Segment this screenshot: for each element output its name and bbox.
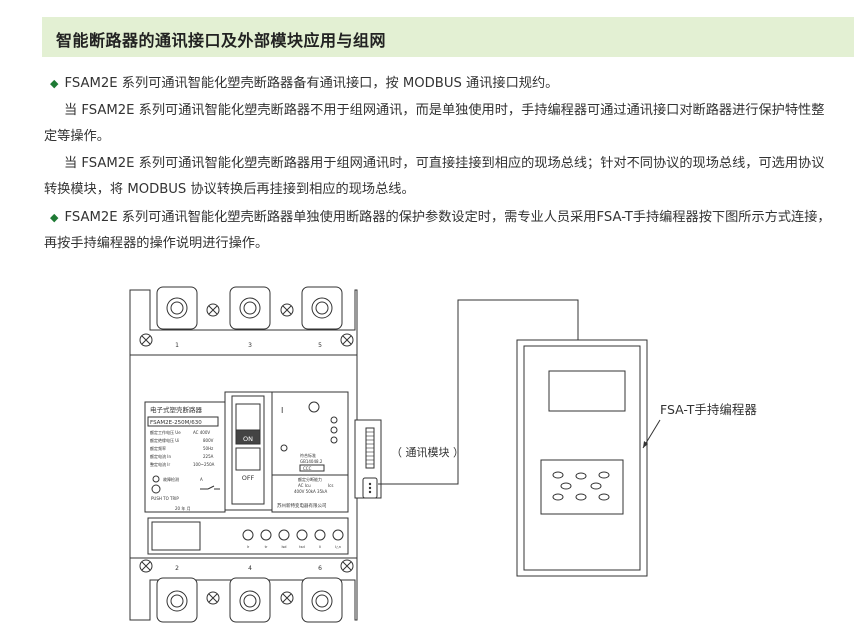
terminal-label-5: 5 — [318, 342, 322, 349]
rating-label-freq: 额定频率 — [150, 445, 166, 451]
handheld-programmer — [516, 339, 648, 577]
indicator-light-icon — [330, 426, 338, 434]
paragraph-2: 当 FSAM2E 系列可通讯智能化塑壳断路器不用于组网通讯，而是单独使用时，手持… — [44, 98, 860, 150]
paragraph-2-line-1: 当 FSAM2E 系列可通讯智能化塑壳断路器不用于组网通讯，而是单独使用时，手持… — [64, 103, 825, 118]
key-up-button[interactable] — [575, 472, 587, 480]
rating-value-ir: 100~250A — [193, 462, 215, 467]
dial-tr[interactable] — [260, 529, 272, 541]
comm-module — [354, 419, 382, 499]
unit-a-label: A — [200, 477, 203, 482]
dial-label-tsd: tsd — [299, 545, 304, 549]
terminal-label-6: 6 — [318, 565, 322, 572]
terminal-label-1: 1 — [175, 342, 179, 349]
rating-value-freq: 50Hz — [203, 446, 213, 451]
bottom-screws — [139, 559, 354, 605]
indicator-light-icon — [280, 444, 288, 452]
indicator-light-icon — [330, 416, 338, 424]
nameplate-model: FSAM2E-250M/630 — [150, 420, 202, 426]
standard-value: GB14048.2 — [300, 459, 323, 464]
bottom-terminals — [156, 577, 343, 623]
rating-label-ue: 额定工作电压 Ue — [150, 429, 181, 435]
key-button[interactable] — [598, 471, 610, 479]
breaking-ics-label: Ics — [328, 483, 333, 488]
rating-value-in: 225A — [203, 454, 214, 459]
key-right-button[interactable] — [590, 482, 602, 490]
rating-label-ui: 额定绝缘电压 Ui — [150, 437, 179, 443]
indicator-light-icon — [330, 436, 338, 444]
setting-dials: Ir tr Isd tsd Ii I△n — [147, 517, 349, 555]
diamond-bullet-icon: ◆ — [50, 77, 59, 90]
standard-label: 符合标准 — [300, 452, 316, 458]
fault-indicator-icon — [152, 475, 160, 483]
dial-label-tr: tr — [265, 545, 268, 549]
diamond-bullet-icon: ◆ — [50, 211, 59, 224]
key-down-button[interactable] — [575, 493, 587, 501]
fault-check-label: 故障检测 — [163, 476, 179, 482]
paragraph-3-line-2: 转换模块，将 MODBUS 协议转换后再挂接到相应的现场总线。 — [44, 182, 415, 197]
key-button[interactable] — [552, 493, 564, 501]
breaking-values: 400V 50kA 35kA — [294, 489, 327, 494]
switch-symbol-icon — [200, 485, 220, 490]
pointer-arrow-icon — [643, 441, 648, 448]
operating-handle[interactable]: ON OFF — [224, 391, 273, 511]
manufacturer-label: 苏州新特变电器有限公司 — [277, 502, 327, 509]
paragraph-2-line-2: 定等操作。 — [44, 129, 110, 144]
dial-label-ir: Ir — [247, 545, 250, 549]
terminal-label-4: 4 — [248, 565, 252, 572]
handle-off-label: OFF — [242, 474, 255, 482]
dial-ii[interactable] — [314, 529, 326, 541]
top-terminals — [156, 286, 343, 330]
push-to-trip-label: PUSH TO TRIP — [151, 496, 179, 501]
comm-cable — [378, 299, 579, 485]
ccc-mark: CCC — [303, 466, 312, 471]
date-label: 20 年 月 — [175, 505, 191, 511]
paragraph-1-text: FSAM2E 系列可通讯智能化塑壳断路器备有通讯接口，按 MODBUS 通讯接口… — [64, 76, 559, 91]
nameplate-title: 电子式塑壳断路器 — [150, 405, 203, 414]
dial-idn[interactable] — [332, 529, 344, 541]
dial-tsd[interactable] — [296, 529, 308, 541]
key-left-button[interactable] — [560, 482, 572, 490]
key-button[interactable] — [552, 471, 564, 479]
section-title-bar: 智能断路器的通讯接口及外部模块应用与组网 — [42, 17, 854, 57]
comm-module-label: （ 通讯模块 ） — [391, 446, 464, 459]
push-to-trip-button[interactable] — [151, 484, 161, 494]
dial-label-ii: Ii — [319, 545, 321, 549]
top-screws — [139, 303, 354, 347]
dial-label-idn: I△n — [335, 545, 341, 549]
rating-value-ui: 800V — [203, 438, 214, 443]
section-title: 智能断路器的通讯接口及外部模块应用与组网 — [56, 31, 387, 50]
programmer-display — [548, 370, 626, 412]
dial-ir[interactable] — [242, 529, 254, 541]
paragraph-1: ◆ FSAM2E 系列可通讯智能化塑壳断路器备有通讯接口，按 MODBUS 通讯接… — [44, 71, 860, 97]
programmer-keypad — [540, 459, 624, 515]
dial-label-isd: Isd — [281, 545, 286, 549]
key-button[interactable] — [598, 493, 610, 501]
paragraph-4-line-2: 再按手持编程器的操作说明进行操作。 — [44, 236, 269, 251]
breaking-capacity-label: 额定分断能力 — [298, 476, 322, 482]
programmer-label: FSA-T手持编程器 — [660, 402, 757, 417]
paragraph-3-line-1: 当 FSAM2E 系列可通讯智能化塑壳断路器用于组网通讯时，可直接挂接到相应的现… — [64, 156, 825, 171]
dial-isd[interactable] — [278, 529, 290, 541]
mark-i: I — [281, 406, 283, 415]
paragraph-3: 当 FSAM2E 系列可通讯智能化塑壳断路器用于组网通讯时，可直接挂接到相应的现… — [44, 151, 860, 203]
breaking-icu-label: AC Icu — [298, 483, 311, 488]
info-panel: I 符合标准 GB14048.2 CCC 额定分断能力 AC Icu Ics 4… — [271, 391, 349, 513]
paragraph-4-line-1: FSAM2E 系列可通讯智能化塑壳断路器单独使用断路器的保护参数设定时，需专业人… — [64, 210, 831, 225]
handle-on-label: ON — [243, 435, 253, 443]
paragraph-4: ◆ FSAM2E 系列可通讯智能化塑壳断路器单独使用断路器的保护参数设定时，需专业… — [44, 205, 860, 257]
terminal-label-3: 3 — [248, 342, 252, 349]
brand-logo-icon — [308, 401, 320, 413]
rating-value-ue: AC 400V — [193, 430, 210, 435]
rating-label-ir: 整定电流 Ir — [150, 461, 170, 467]
terminal-label-2: 2 — [175, 565, 179, 572]
rating-label-in: 额定电流 In — [150, 453, 171, 459]
